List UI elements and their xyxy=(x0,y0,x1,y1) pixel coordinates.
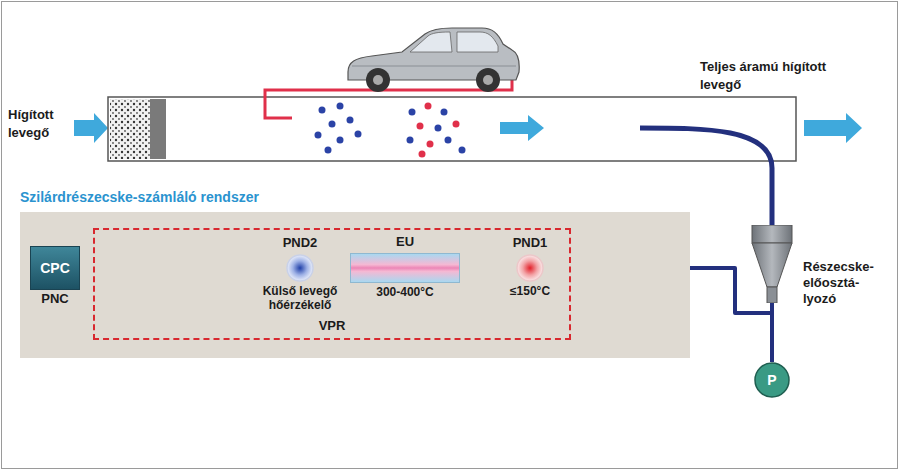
pnd2-diluter: PND2Külső levegő hőérzékelő xyxy=(252,235,348,312)
pnd1-circle xyxy=(516,254,544,282)
cyclone-preclassifier: Részecske- előosztá- lyozó xyxy=(747,225,874,303)
cpc-box: CPC xyxy=(30,246,80,290)
component-label: PND1 xyxy=(513,235,548,251)
system-panel: Szilárdrészecske-számláló rendszerVPRPND… xyxy=(20,212,690,358)
component-label: EU xyxy=(396,234,414,250)
pump-circle: P xyxy=(754,362,790,398)
inlet-filter xyxy=(110,99,150,159)
cyclone-shape xyxy=(747,225,797,303)
pnd2-circle xyxy=(286,254,314,282)
cpc-counter: CPC PNC xyxy=(30,246,80,306)
component-note: Külső levegő hőérzékelő xyxy=(252,284,348,312)
eu-box xyxy=(350,253,460,283)
pnd1-diluter: PND1 ≤150°C xyxy=(510,235,550,298)
outlet-arrow xyxy=(804,113,862,143)
particles xyxy=(315,103,466,158)
component-label: PND2 xyxy=(283,235,318,251)
component-label: CPC xyxy=(40,260,70,276)
region-label: VPR xyxy=(95,318,569,334)
inlet-label: Hígított levegő xyxy=(8,106,53,142)
component-note: 300-400°C xyxy=(376,285,434,299)
car xyxy=(348,28,519,92)
component-label: PNC xyxy=(41,292,68,306)
component-note: ≤150°C xyxy=(510,284,550,298)
component-label: Részecske- előosztá- lyozó xyxy=(803,259,874,307)
filter-frame xyxy=(150,99,166,159)
outlet-label: Teljes áramú hígított levegő xyxy=(700,58,830,94)
pipe-connector xyxy=(770,303,774,362)
vpr-dashed-box: VPR PND2Külső levegő hőérzékelő EU 300-400°… xyxy=(93,228,571,340)
flow-arrow xyxy=(500,115,544,141)
eu-evaporation-tube: EU 300-400°C xyxy=(350,234,460,299)
pump: P xyxy=(754,362,790,398)
component-label: P xyxy=(767,372,776,388)
region-label: Szilárdrészecske-számláló rendszer xyxy=(20,189,259,205)
inlet-arrow xyxy=(74,113,108,143)
